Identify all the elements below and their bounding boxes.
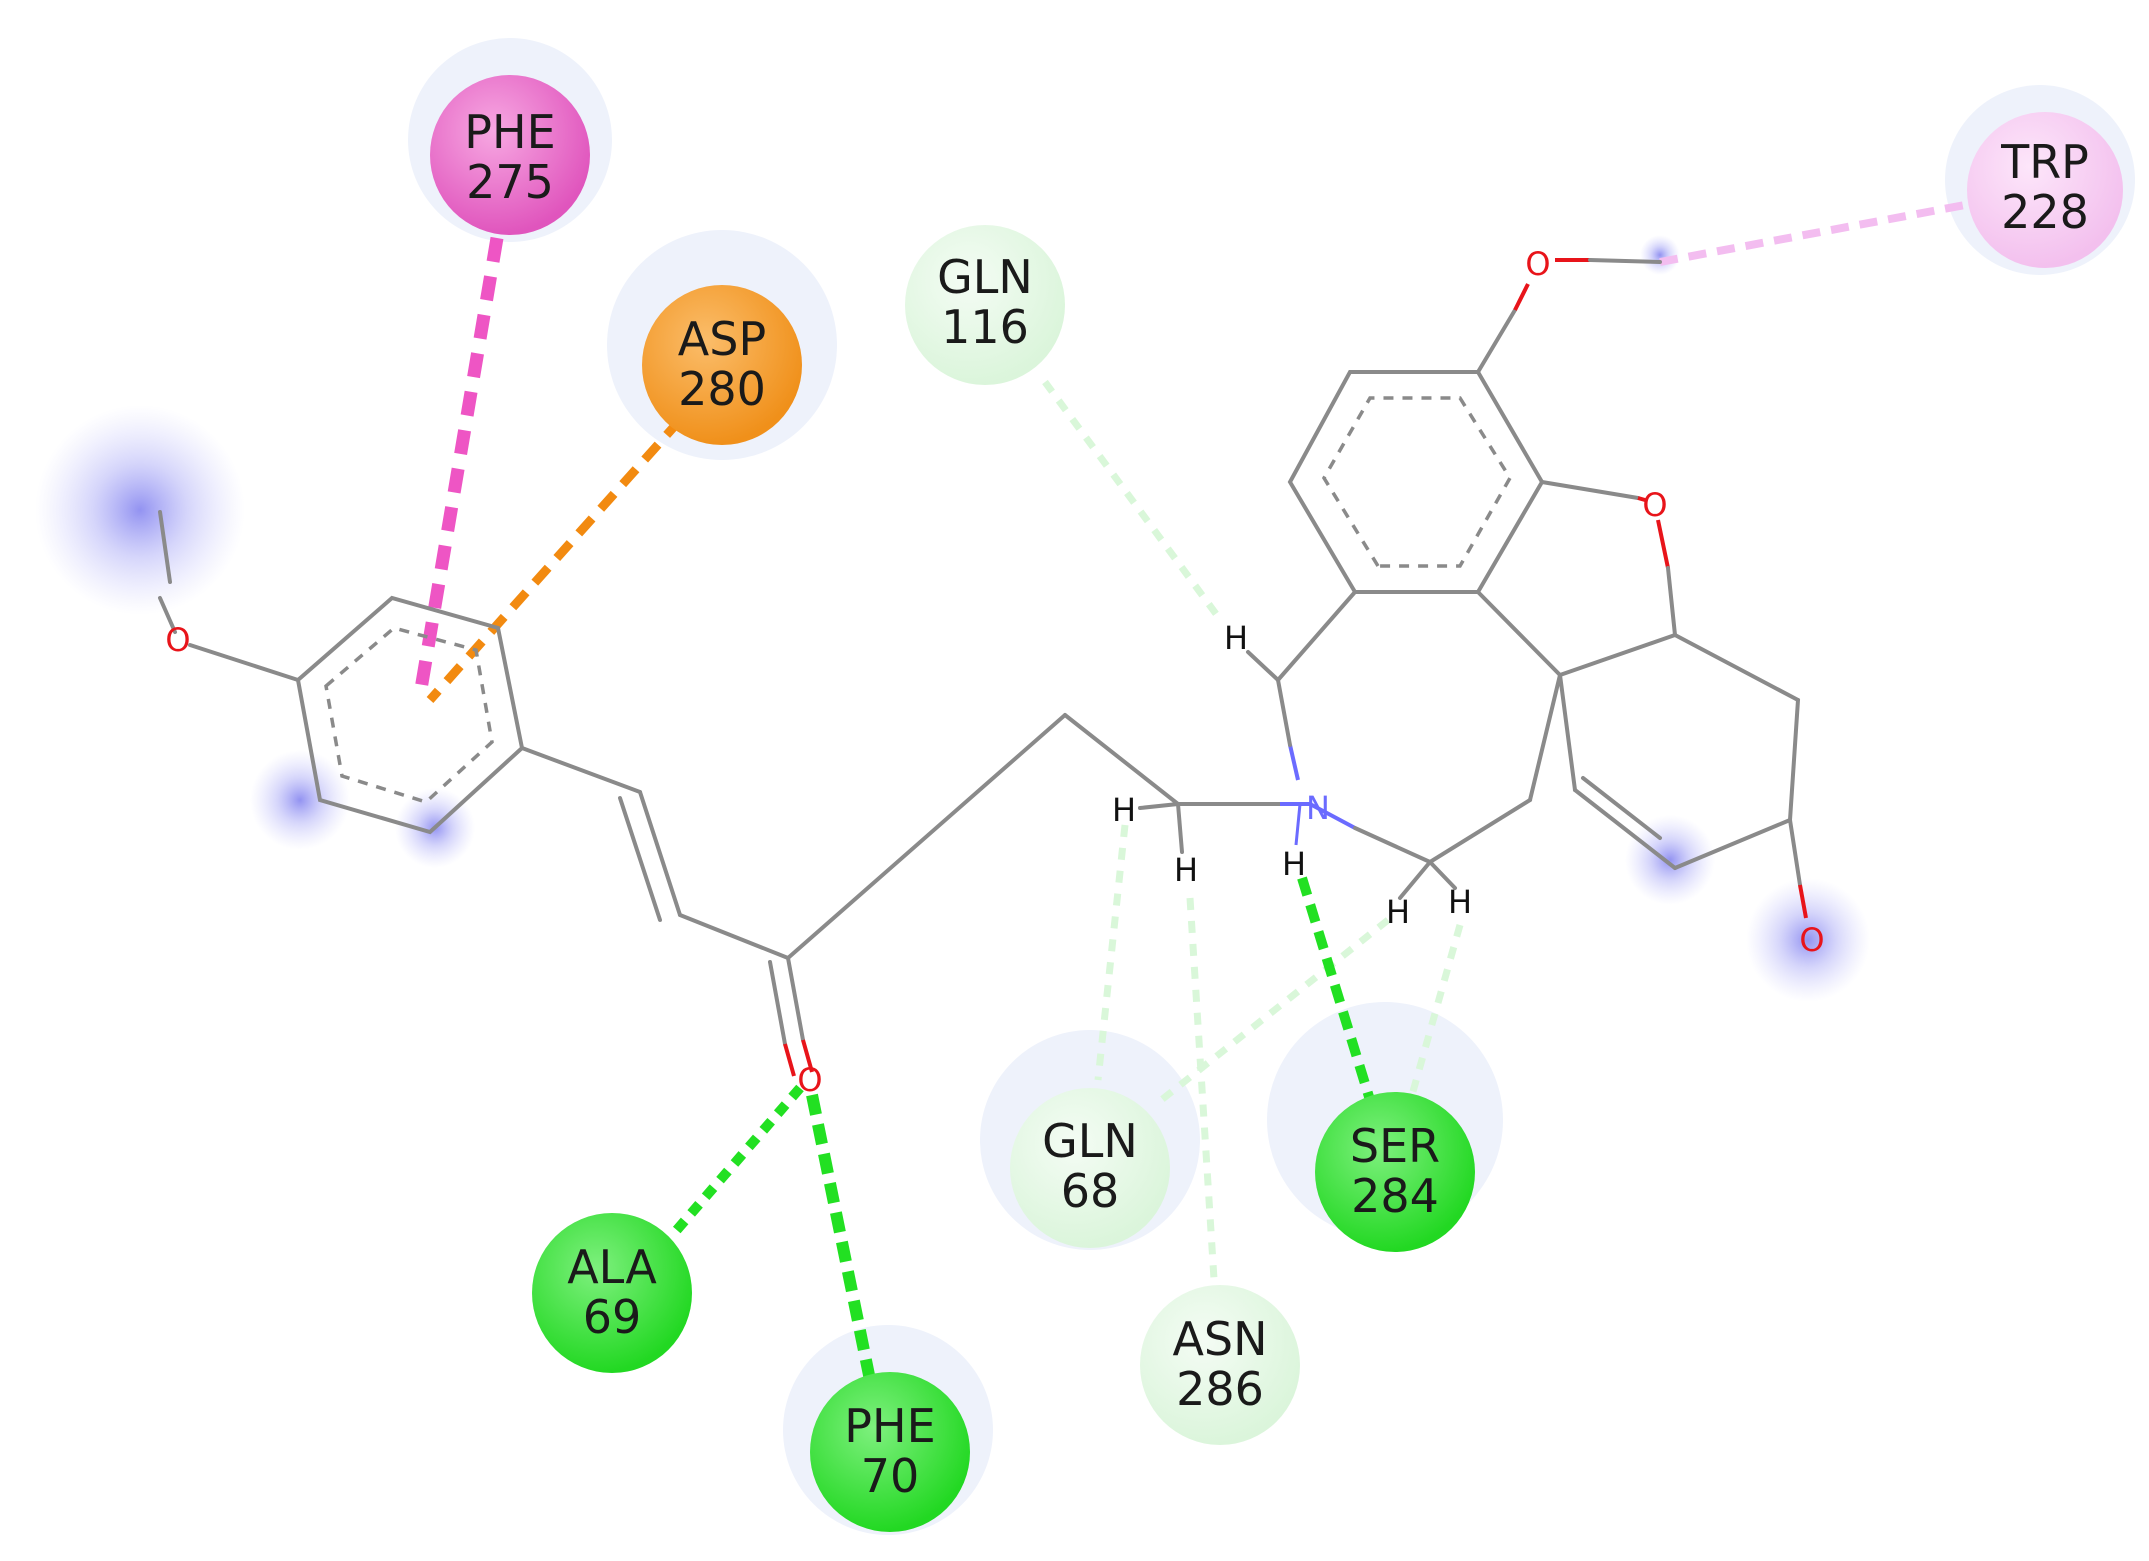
carbon-hbond-asn286 bbox=[1186, 897, 1219, 1296]
residue-phe275-name: PHE bbox=[464, 105, 555, 159]
carbon-hbond-gln116 bbox=[1042, 379, 1225, 625]
oxygen-atom-furan: O bbox=[1642, 486, 1667, 524]
residue-gln68-name: GLN bbox=[1042, 1114, 1138, 1168]
residue-asn286-number: 286 bbox=[1176, 1362, 1264, 1416]
residue-phe275: PHE 275 bbox=[430, 75, 590, 235]
residue-phe70-name: PHE bbox=[844, 1399, 935, 1453]
residue-phe275-number: 275 bbox=[466, 155, 554, 209]
residue-trp228-name: TRP bbox=[2000, 135, 2089, 189]
residue-ser284: SER 284 bbox=[1315, 1092, 1475, 1252]
carbon-hbond-gln68-b bbox=[1152, 917, 1391, 1108]
residue-phe70: PHE 70 bbox=[810, 1372, 970, 1532]
residue-ser284-name: SER bbox=[1350, 1119, 1440, 1173]
nitrogen-atom: N bbox=[1306, 789, 1330, 827]
residue-ser284-number: 284 bbox=[1351, 1169, 1439, 1223]
atom-halos bbox=[35, 235, 1870, 1002]
hydrogen-atom-6: H bbox=[1448, 883, 1472, 921]
residue-asp280: ASP 280 bbox=[642, 285, 802, 445]
interaction-lines bbox=[413, 201, 1966, 1382]
hydrogen-atom-5: H bbox=[1386, 893, 1410, 931]
residue-phe70-number: 70 bbox=[861, 1449, 920, 1503]
residue-asn286: ASN 286 bbox=[1140, 1285, 1300, 1445]
residue-ala69-name: ALA bbox=[567, 1240, 657, 1294]
hydrogen-atom-3: H bbox=[1174, 851, 1198, 889]
residue-trp228-number: 228 bbox=[2001, 185, 2089, 239]
hydrogen-atom-4: H bbox=[1282, 845, 1306, 883]
hydrogen-atom-1: H bbox=[1224, 619, 1248, 657]
oxygen-atom-methoxy-left: O bbox=[165, 621, 190, 659]
residue-gln68-number: 68 bbox=[1061, 1164, 1120, 1218]
atom-labels: O O N O O O H H H H H H bbox=[165, 245, 1824, 1099]
carbon-hbond-gln68-a bbox=[1094, 824, 1129, 1081]
carbon-hbond-ser284 bbox=[1408, 924, 1464, 1096]
residue-gln116-number: 116 bbox=[941, 300, 1029, 354]
hbond-ser284 bbox=[1297, 876, 1375, 1102]
oxygen-atom-methoxy-right: O bbox=[1525, 245, 1550, 283]
residue-trp228: TRP 228 bbox=[1967, 112, 2123, 268]
pi-anion-interaction-asp280 bbox=[426, 417, 684, 703]
residue-asp280-name: ASP bbox=[678, 312, 766, 366]
ligand-bonds bbox=[158, 258, 1808, 1077]
residue-asn286-name: ASN bbox=[1172, 1312, 1267, 1366]
residue-gln116: GLN 116 bbox=[905, 225, 1065, 385]
pi-alkyl-interaction-trp228 bbox=[1659, 201, 1966, 266]
residue-gln116-name: GLN bbox=[937, 250, 1033, 304]
hbond-phe70 bbox=[806, 1093, 876, 1382]
oxygen-atom-hydroxyl: O bbox=[1799, 921, 1824, 959]
residue-ala69-number: 69 bbox=[583, 1290, 642, 1344]
hbond-ala69 bbox=[671, 1084, 804, 1236]
hydrogen-atom-2: H bbox=[1112, 791, 1136, 829]
residue-asp280-number: 280 bbox=[678, 362, 766, 416]
oxygen-atom-carbonyl: O bbox=[797, 1061, 822, 1099]
residue-ala69: ALA 69 bbox=[532, 1213, 692, 1373]
residue-gln68: GLN 68 bbox=[1010, 1088, 1170, 1248]
